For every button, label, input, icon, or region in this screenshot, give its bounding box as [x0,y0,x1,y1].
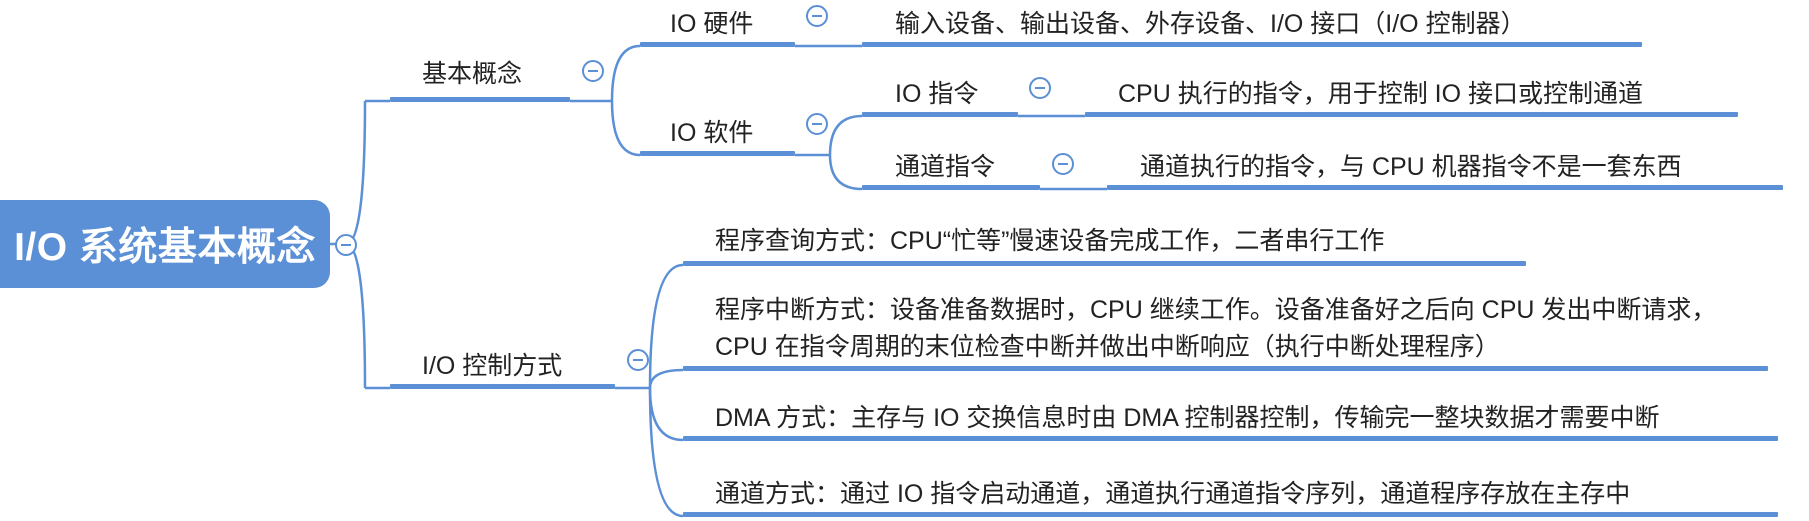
method-dma-underline [683,436,1778,441]
io-instruction-desc-underline [1085,112,1738,117]
collapse-software-icon[interactable] [806,113,828,135]
method-channel-underline [683,512,1778,517]
channel-instruction-desc: 通道执行的指令，与 CPU 机器指令不是一套东西 [1140,153,1682,181]
io-hardware-desc: 输入设备、输出设备、外存设备、I/O 接口（I/O 控制器） [895,10,1526,38]
method-dma: DMA 方式：主存与 IO 交换信息时由 DMA 控制器控制，传输完一整块数据才… [715,404,1660,432]
channel-instruction-label: 通道指令 [895,153,996,181]
io-instruction-underline [862,112,1018,117]
io-control-underline [390,384,615,389]
collapse-basic-icon[interactable] [582,60,604,82]
collapse-hardware-icon[interactable] [806,5,828,27]
collapse-control-icon[interactable] [627,349,649,371]
method-polling: 程序查询方式：CPU“忙等”慢速设备完成工作，二者串行工作 [715,227,1385,255]
basic-concept-underline [390,97,570,102]
method-interrupt-underline [683,366,1768,371]
io-software-underline [640,151,795,156]
basic-concept-label: 基本概念 [422,60,523,88]
method-interrupt: 程序中断方式：设备准备数据时，CPU 继续工作。设备准备好之后向 CPU 发出中… [715,296,1717,361]
collapse-io-instr-icon[interactable] [1029,77,1051,99]
channel-instruction-underline [862,185,1040,190]
io-hardware-label: IO 硬件 [670,10,754,38]
channel-instruction-desc-underline [1107,185,1783,190]
method-polling-underline [683,261,1526,266]
io-control-label: I/O 控制方式 [422,352,563,380]
io-hardware-desc-underline [862,42,1642,47]
root-label: I/O 系统基本概念 [14,226,316,269]
io-software-label: IO 软件 [670,119,754,147]
root-node[interactable]: I/O 系统基本概念 [0,200,330,288]
collapse-channel-instr-icon[interactable] [1052,153,1074,175]
collapse-root-icon[interactable] [335,234,357,256]
method-channel: 通道方式：通过 IO 指令启动通道，通道执行通道指令序列，通道程序存放在主存中 [715,480,1631,508]
io-hardware-underline [640,42,795,47]
io-instruction-desc: CPU 执行的指令，用于控制 IO 接口或控制通道 [1118,80,1644,108]
io-instruction-label: IO 指令 [895,80,979,108]
